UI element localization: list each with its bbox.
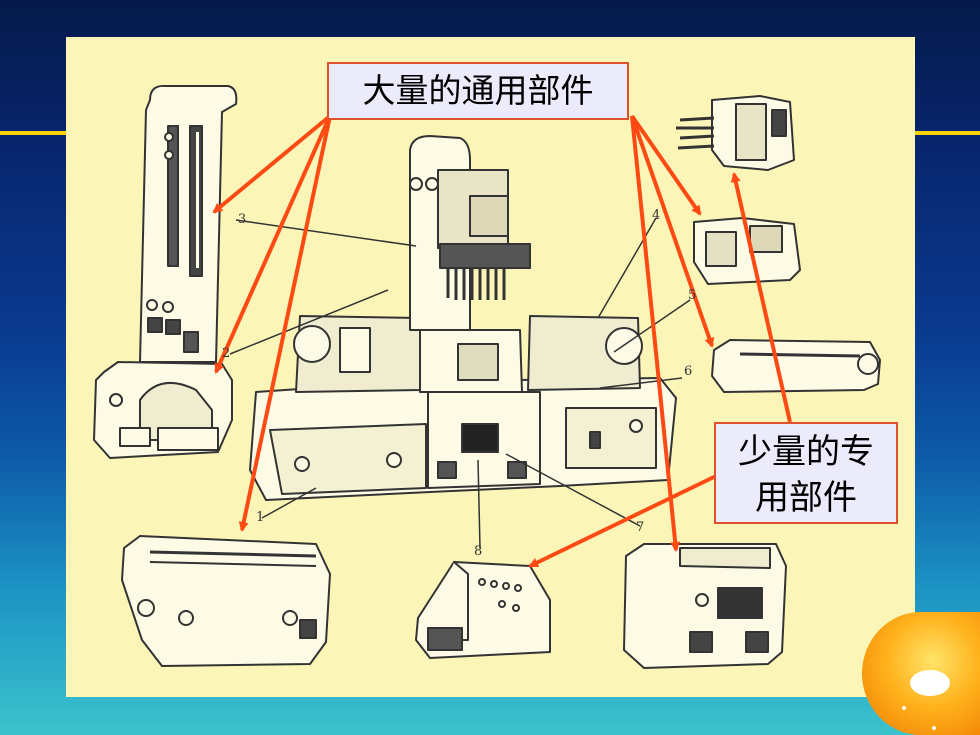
slide-base-part-2 <box>93 361 233 459</box>
arrow-to-middle-base <box>630 115 681 552</box>
slide-table-part-6 <box>711 339 881 393</box>
part-number-7: 7 <box>636 520 645 535</box>
multi-spindle-head-part-4 <box>676 95 795 171</box>
fixture-part-8 <box>415 561 551 659</box>
cloud-decoration <box>910 670 950 696</box>
arrow-to-column <box>212 114 332 214</box>
special-parts-label-line2: 用部件 <box>755 478 857 518</box>
leader-lines <box>229 217 691 549</box>
arrow-to-fixture <box>528 474 717 568</box>
part-number-3: 3 <box>238 212 247 227</box>
part-number-1: 1 <box>256 510 265 525</box>
part-number-6: 6 <box>684 364 693 379</box>
decor-dot <box>932 726 936 730</box>
main-machine-assembly <box>249 135 677 501</box>
part-number-2: 2 <box>222 346 231 361</box>
part-number-5: 5 <box>688 288 697 303</box>
arrow-to-side-base <box>238 115 332 532</box>
pointer-arrows <box>212 114 792 568</box>
arrow-to-slide-table <box>630 115 715 348</box>
power-head-part-5 <box>693 217 801 285</box>
column-part-3 <box>139 84 238 363</box>
special-parts-label: 少量的专 用部件 <box>714 422 898 524</box>
part-number-8: 8 <box>474 544 483 559</box>
arrow-to-slide-base <box>214 115 332 374</box>
decor-dot <box>902 706 906 710</box>
arrow-to-power-head <box>630 114 702 216</box>
middle-base-part-7 <box>623 543 787 669</box>
part-number-4: 4 <box>652 208 661 223</box>
special-parts-label-line1: 少量的专 <box>738 432 874 472</box>
arrow-to-spindle-head <box>730 172 792 423</box>
sun-decoration <box>862 612 980 735</box>
general-parts-label: 大量的通用部件 <box>327 62 629 120</box>
side-base-part-1 <box>121 535 331 667</box>
